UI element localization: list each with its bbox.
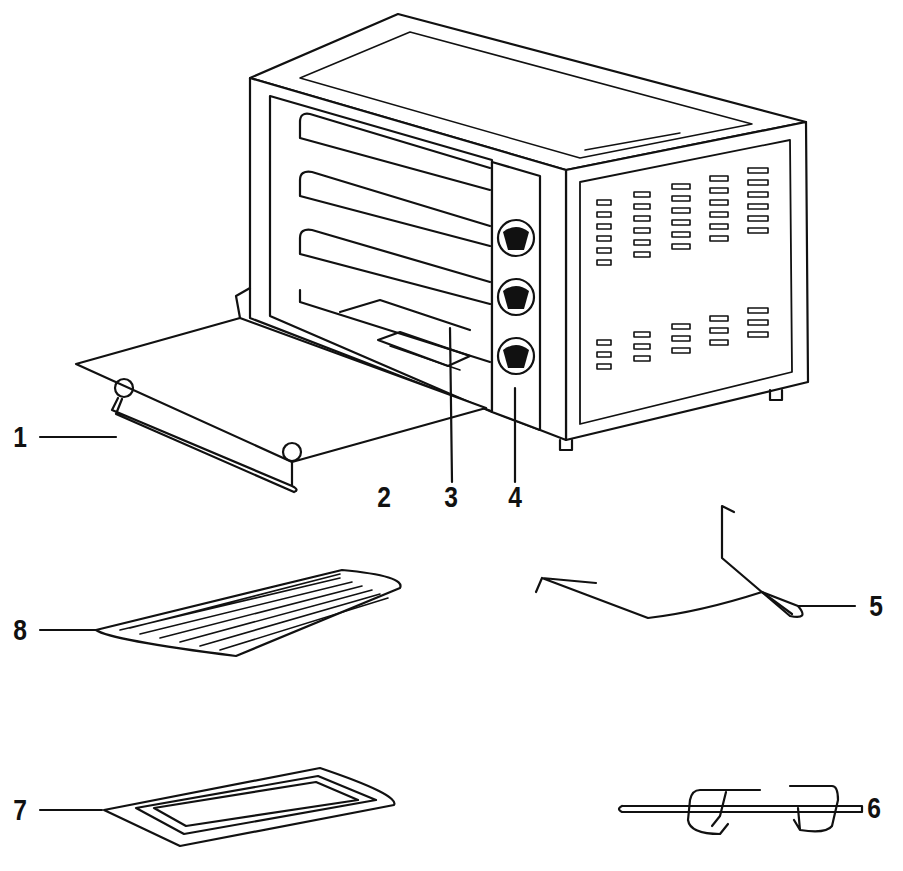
- callout-number: 6: [867, 793, 881, 823]
- callout-number: 3: [444, 482, 458, 512]
- callout-number: 4: [508, 482, 522, 512]
- callout-number: 2: [377, 482, 391, 512]
- callout-number: 7: [13, 795, 27, 825]
- callout-number: 5: [869, 591, 883, 621]
- callout-number: 8: [13, 615, 27, 645]
- callout-number: 1: [13, 422, 27, 452]
